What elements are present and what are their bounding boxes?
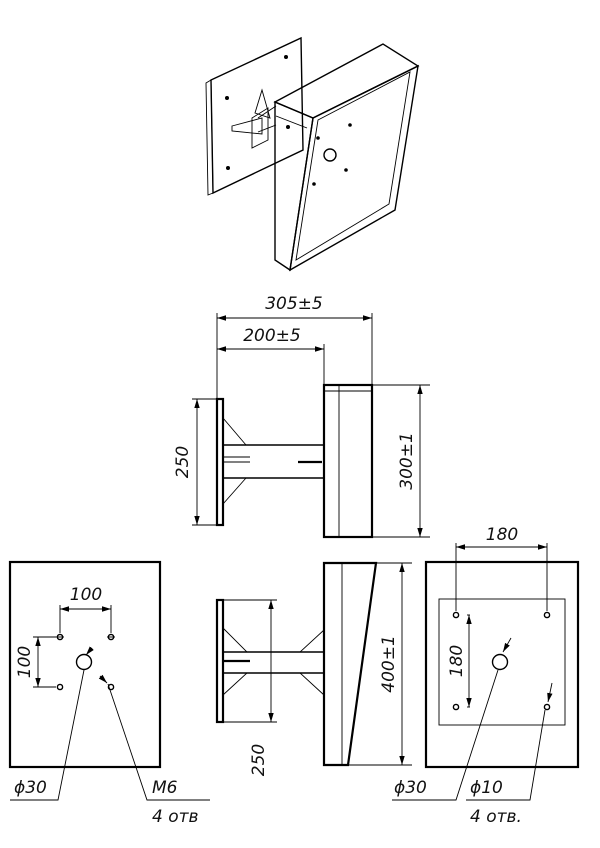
dim-180-h: 180 (486, 525, 518, 545)
dim-180-v: 180 (447, 645, 467, 677)
dim-100-h: 100 (70, 585, 102, 605)
dim-4-holes-right: 4 отв. (470, 807, 522, 827)
dim-100-v: 100 (15, 646, 35, 678)
side-view: 305±5 200±5 250 300±1 (173, 294, 430, 539)
dim-400: 400±1 (379, 635, 399, 693)
dim-250-side: 250 (173, 446, 193, 478)
dim-200: 200±5 (243, 326, 301, 346)
wall-plate-view: 100 100 ϕ30 M6 4 отв (8, 560, 210, 827)
iso-wall-plate (210, 36, 304, 195)
isometric-view (205, 36, 420, 272)
dim-m6: M6 (152, 778, 178, 798)
dim-300: 300±1 (397, 432, 417, 490)
dim-4-holes-left: 4 отв (152, 807, 199, 827)
dim-305: 305±5 (265, 294, 323, 314)
dim-phi30-left: ϕ30 (14, 778, 47, 798)
dim-phi10: ϕ10 (470, 778, 503, 798)
box-face-view: 180 180 ϕ30 ϕ10 4 отв. (392, 525, 580, 827)
front-view: 400±1 250 (215, 561, 412, 776)
dim-phi30-right: ϕ30 (394, 778, 427, 798)
dim-250-front: 250 (249, 744, 269, 776)
iso-box-front (289, 64, 419, 272)
iso-box-top (273, 43, 420, 119)
